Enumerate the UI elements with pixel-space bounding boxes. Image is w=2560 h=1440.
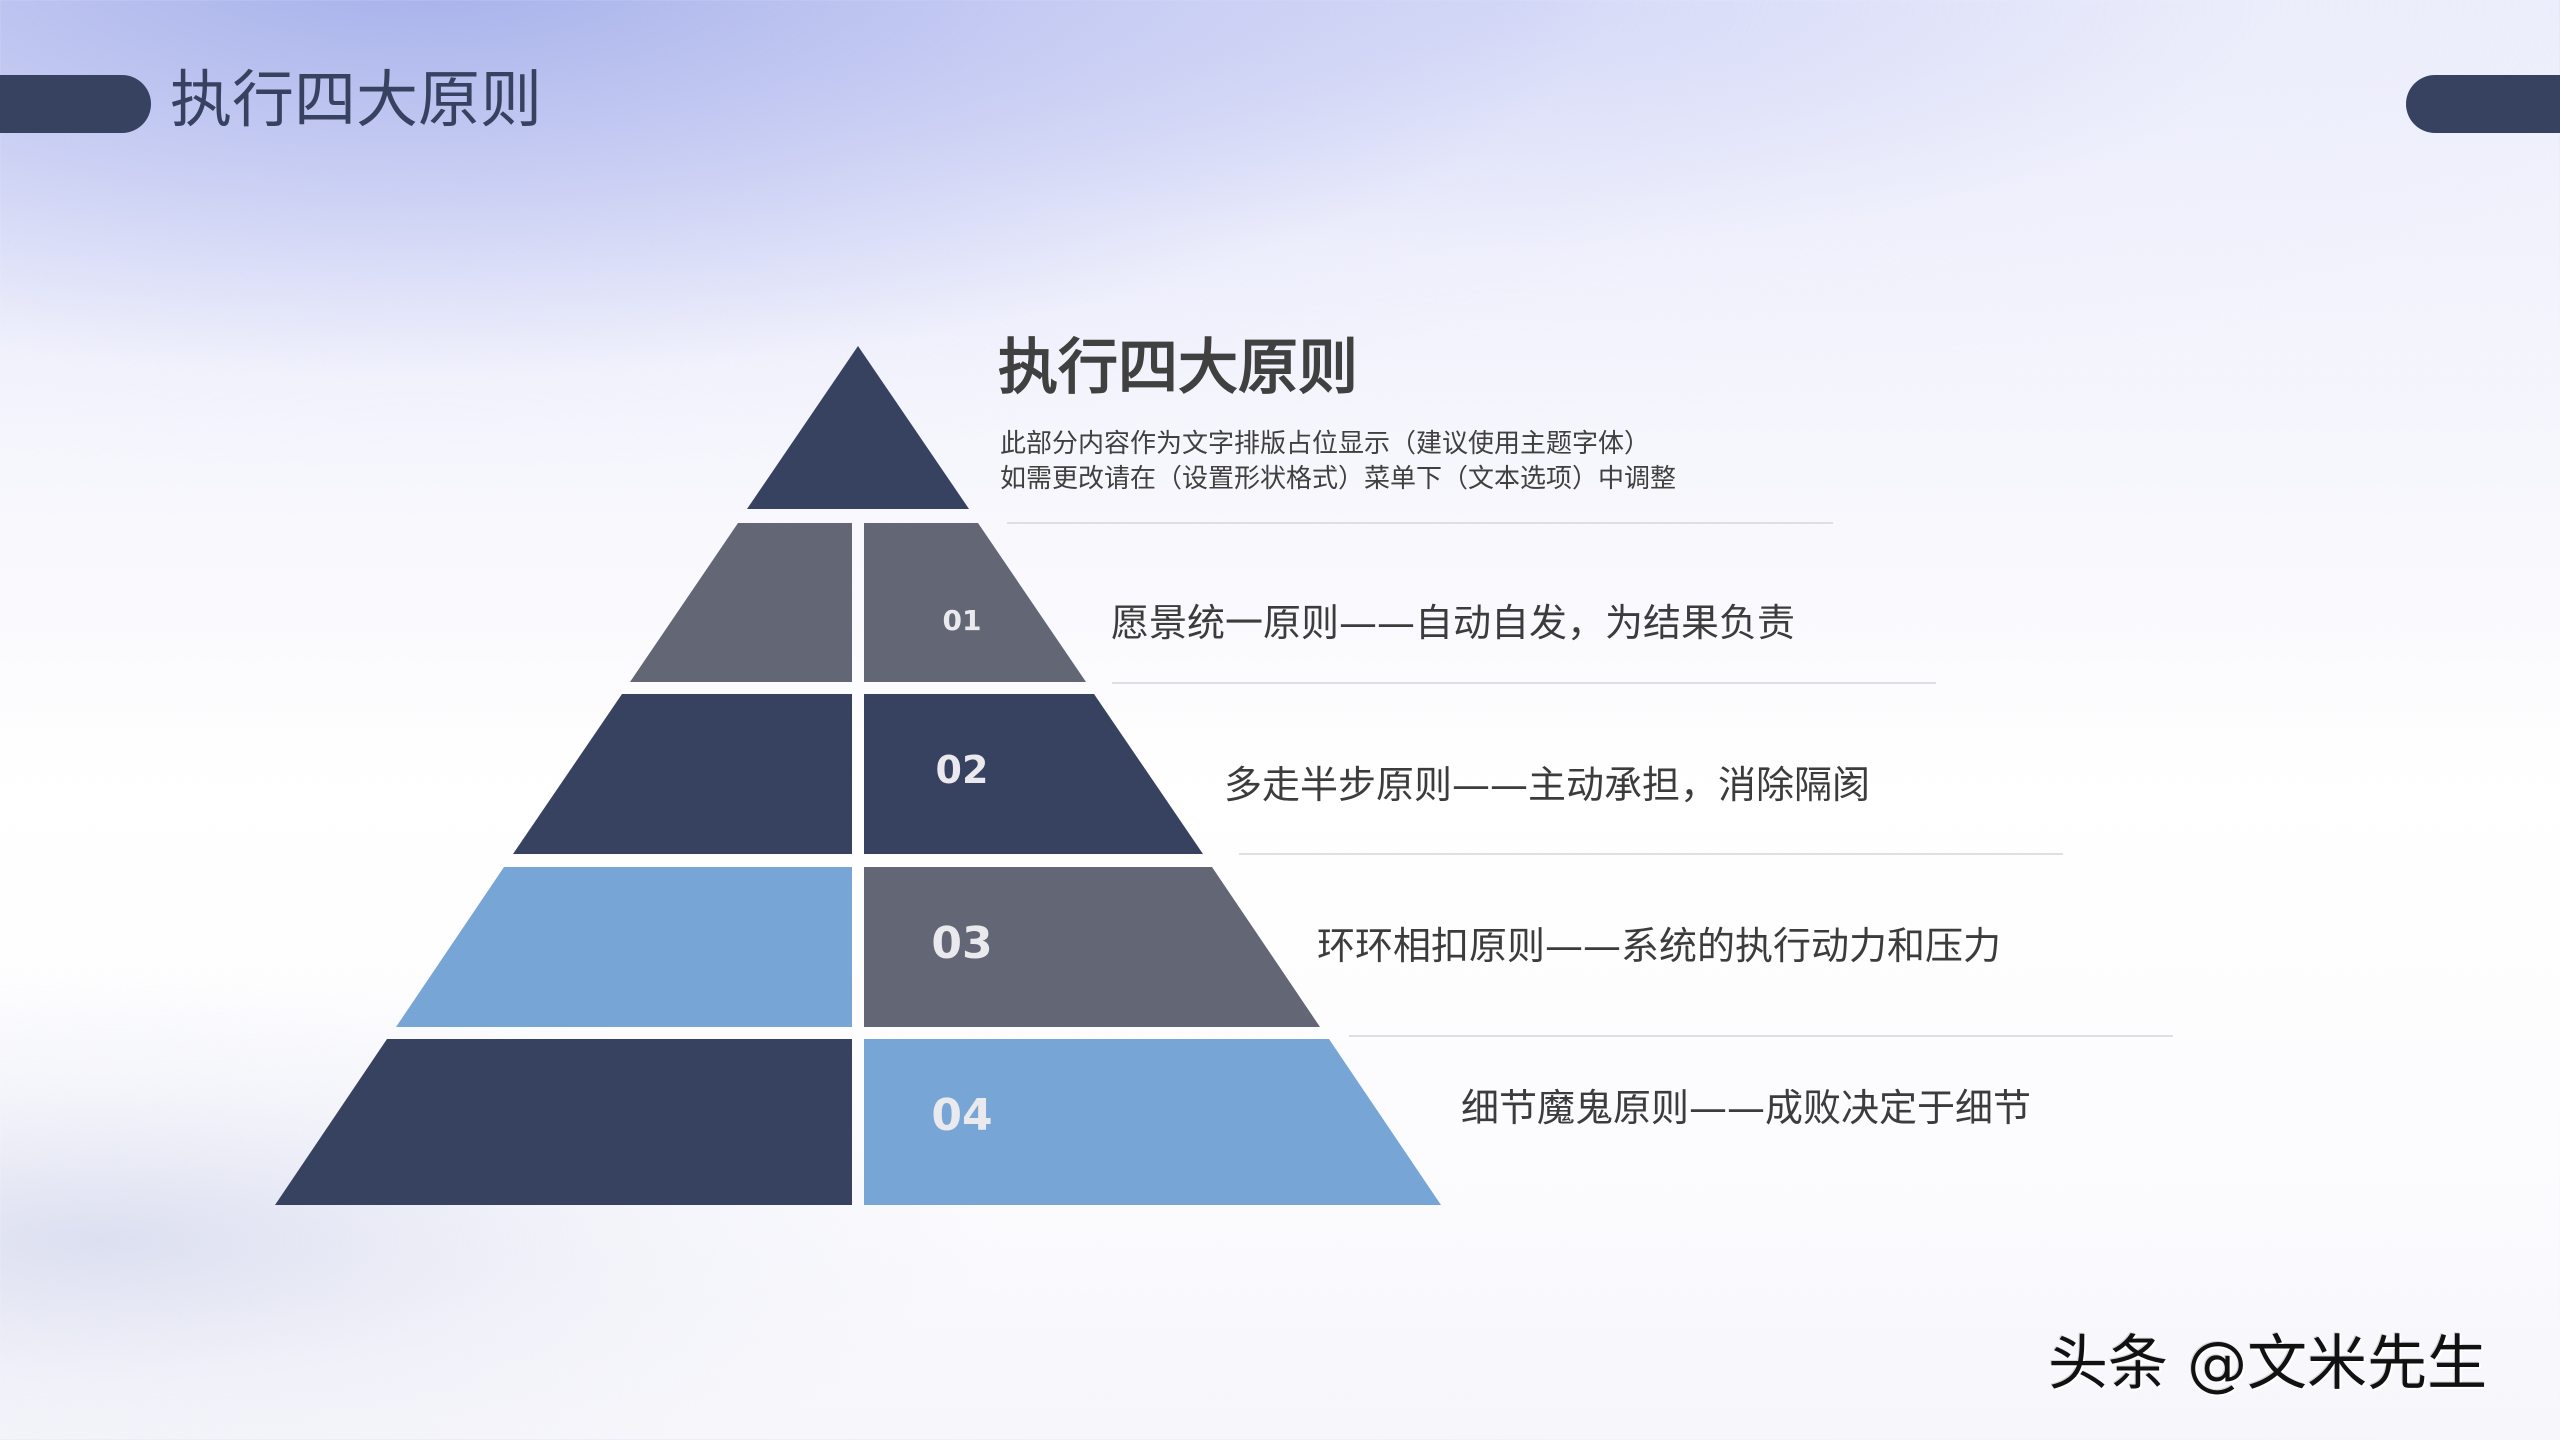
header-accent-bar-right xyxy=(2406,75,2560,133)
principle-text-4: 细节魔鬼原则——成败决定于细节 xyxy=(1461,1086,2032,1130)
pyramid-tier-2-left xyxy=(513,694,852,854)
divider-line xyxy=(1007,522,1833,524)
tier-number-04: 04 xyxy=(931,1090,993,1141)
pyramid-tier-2-right xyxy=(864,694,1203,854)
divider-line xyxy=(1239,853,2063,855)
tier-number-03: 03 xyxy=(931,918,993,969)
subtitle-line-2: 如需更改请在（设置形状格式）菜单下（文本选项）中调整 xyxy=(1000,464,1677,494)
pyramid-tier-4-right xyxy=(864,1039,1441,1205)
pyramid-tier-4-left xyxy=(275,1039,852,1205)
watermark: 头条 @文米先生 xyxy=(2048,1329,2488,1399)
pyramid-tier-3-right xyxy=(864,867,1320,1027)
section-subtitle: 此部分内容作为文字排版占位显示（建议使用主题字体） 如需更改请在（设置形状格式）… xyxy=(1000,427,1676,497)
principle-text-1: 愿景统一原则——自动自发，为结果负责 xyxy=(1111,601,1796,645)
principle-text-3: 环环相扣原则——系统的执行动力和压力 xyxy=(1317,924,2002,968)
pyramid-apex xyxy=(747,346,969,509)
tier-number-01: 01 xyxy=(942,604,982,637)
divider-line xyxy=(1349,1035,2173,1037)
page-title: 执行四大原则 xyxy=(170,63,543,136)
pyramid-tier-1-right xyxy=(864,523,1086,682)
tier-number-02: 02 xyxy=(935,748,989,792)
principle-text-2: 多走半步原则——主动承担，消除隔阂 xyxy=(1224,763,1871,807)
header-accent-bar-left xyxy=(0,75,151,133)
divider-line xyxy=(1112,682,1936,684)
pyramid-tier-1-left xyxy=(630,523,852,682)
subtitle-line-1: 此部分内容作为文字排版占位显示（建议使用主题字体） xyxy=(1000,429,1651,459)
section-heading: 执行四大原则 xyxy=(998,333,1358,403)
pyramid-tier-3-left xyxy=(396,867,852,1027)
